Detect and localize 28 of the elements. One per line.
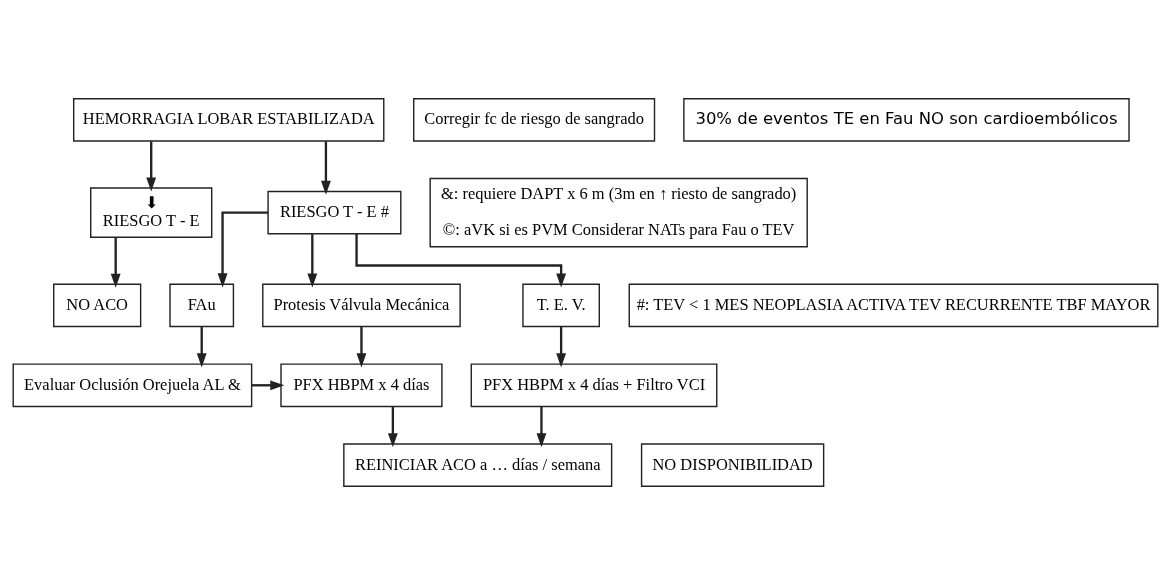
arrow: [196, 326, 207, 368]
node-box: HEMORRAGIA LOBAR ESTABILIZADA: [73, 98, 385, 142]
node-box: PFX HBPM x 4 días + Filtro VCI: [470, 363, 718, 408]
arrow: [556, 326, 567, 368]
node-box: &: requiere DAPT x 6 m (3m en ↑ riesto de sangrado) ©: aVK si es PVM Considerar NATs para Fau o TEV: [429, 177, 808, 248]
node-box: FAu: [169, 283, 235, 328]
arrow: [536, 406, 547, 448]
arrow: [355, 233, 567, 288]
node-box: T. E. V.: [522, 283, 600, 328]
node-box: NO ACO: [53, 283, 142, 328]
node-box: #: TEV < 1 MES NEOPLASIA ACTIVA TEV RECURRENTE TBF MAYOR: [628, 283, 1159, 328]
node-box: RIESGO T - E #: [267, 190, 402, 235]
arrow: [146, 141, 157, 192]
node-box: NO DISPONIBILIDAD: [640, 443, 825, 487]
node-box: REINICIAR ACO a … días / semana: [343, 443, 613, 487]
node-box: Evaluar Oclusión Orejuela AL &: [12, 363, 253, 408]
node-box: Corregir fc de riesgo de sangrado: [413, 98, 656, 142]
arrow: [387, 406, 398, 448]
arrow: [110, 237, 121, 288]
arrow: [251, 380, 285, 391]
node-box: Protesis Válvula Mecánica: [262, 283, 461, 328]
arrow: [307, 234, 318, 288]
node-box: ⬇ RIESGO T - E: [90, 187, 213, 238]
node-box: 30% de eventos TE en Fau NO son cardioembólicos: [683, 98, 1130, 142]
arrow: [320, 141, 331, 195]
arrow: [356, 326, 367, 368]
arrow: [217, 211, 269, 288]
node-box: PFX HBPM x 4 días: [280, 363, 443, 408]
